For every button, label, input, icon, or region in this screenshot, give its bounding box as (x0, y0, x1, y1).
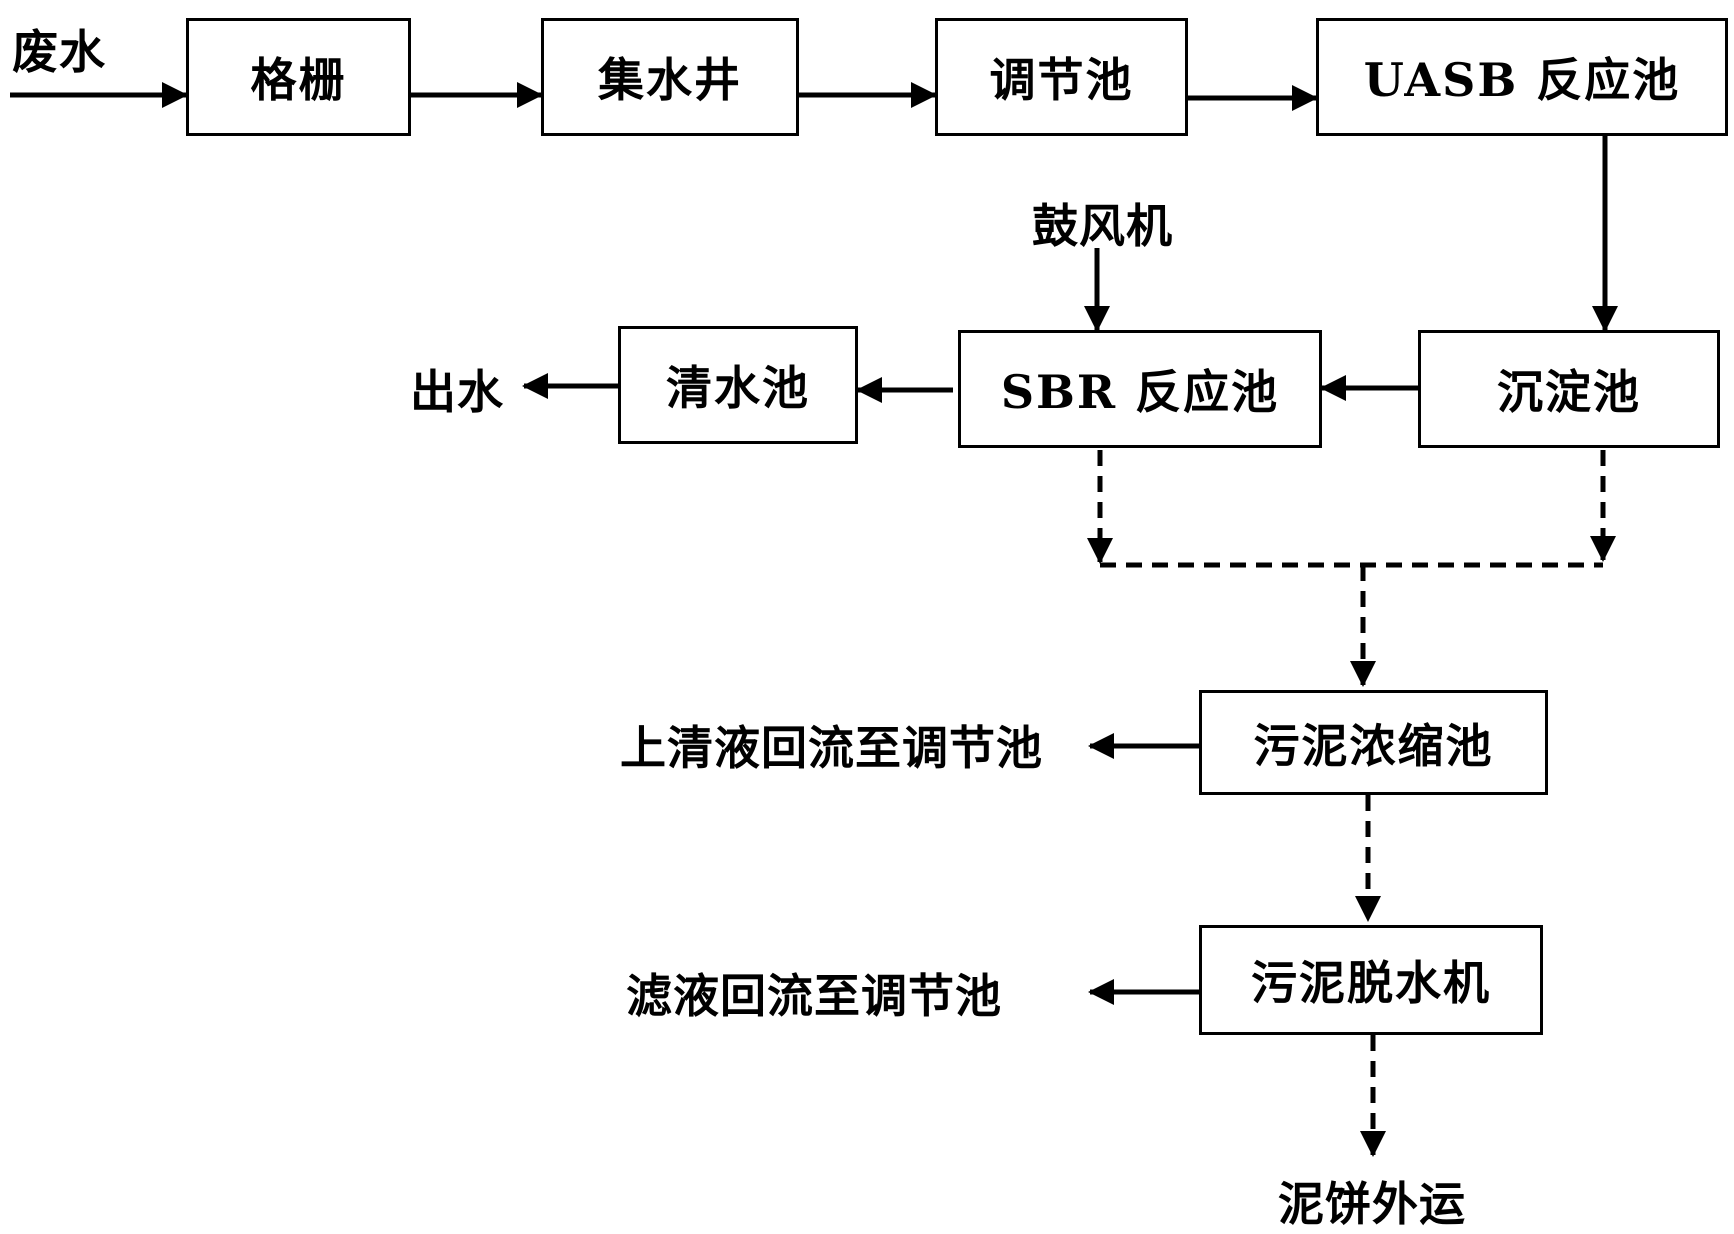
supernatant-return-label: 上清液回流至调节池 (620, 721, 1043, 775)
equalization-tank-box: 调节池 (935, 18, 1188, 136)
grille-box: 格栅 (186, 18, 411, 136)
outlet-label: 出水 (410, 365, 504, 419)
sludge-dewatering-box: 污泥脱水机 (1199, 925, 1543, 1035)
blower-label: 鼓风机 (1032, 199, 1173, 253)
sbr-reactor-box: SBR 反应池 (958, 330, 1322, 448)
uasb-reactor-box: UASB 反应池 (1316, 18, 1728, 136)
clear-water-tank-box: 清水池 (618, 326, 858, 444)
wastewater-input-label: 废水 (12, 25, 106, 79)
collection-well-box: 集水井 (541, 18, 799, 136)
settling-tank-box: 沉淀池 (1418, 330, 1720, 448)
filtrate-return-label: 滤液回流至调节池 (626, 969, 1002, 1023)
sludge-thickener-box: 污泥浓缩池 (1199, 690, 1548, 795)
sludge-cake-label: 泥饼外运 (1278, 1177, 1466, 1231)
